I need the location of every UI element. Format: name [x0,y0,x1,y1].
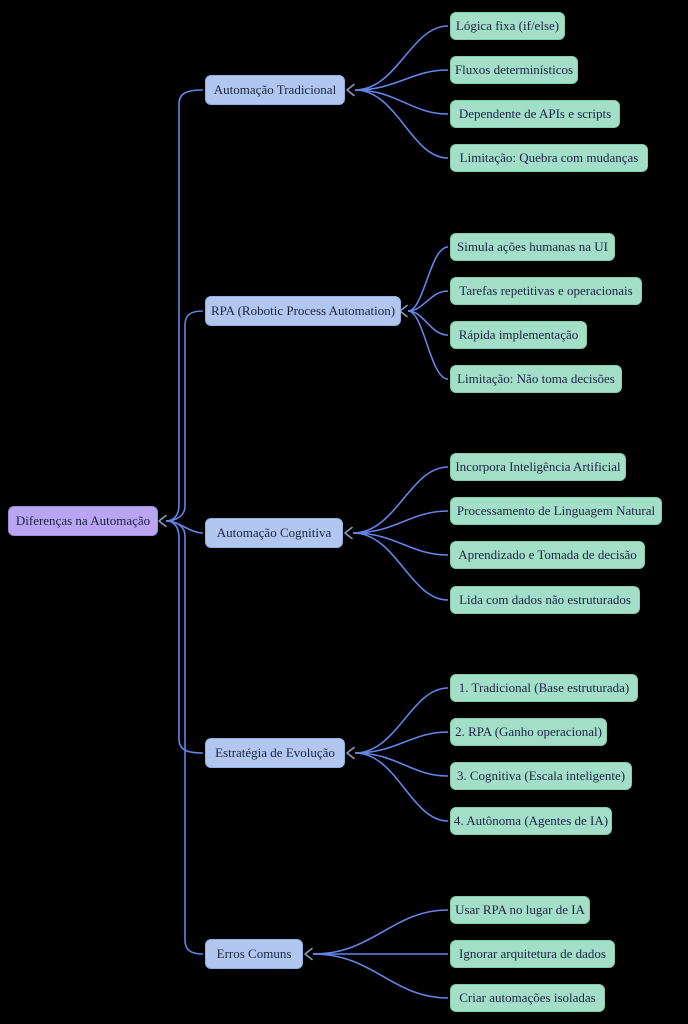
leaf-1-tradicional: 1. Tradicional (Base estruturada) [450,674,638,702]
edge-rpa-leaf-4 [407,310,449,380]
edge-root-to-automacao-tradicional [165,89,204,522]
node-diferencas-na-automacao: Diferenças na Automação [8,506,158,536]
edge-rpa-leaf-2 [407,290,449,312]
leaf-linguagem-natural: Processamento de Linguagem Natural [450,497,662,525]
edge-root-to-erros-comuns [165,520,204,955]
leaf-limitacao-quebra: Limitação: Quebra com mudanças [450,144,648,172]
leaf-fluxos-deterministicos: Fluxos determinísticos [450,56,578,84]
leaf-limitacao-decisoes: Limitação: Não toma decisões [450,365,622,393]
edge-tradicional-leaf-4 [354,89,449,159]
arrowhead-icon [158,514,167,528]
edge-erros-leaf-1 [312,909,449,955]
node-automacao-tradicional: Automação Tradicional [205,75,345,105]
edge-root-to-estrategia [165,520,204,754]
node-automacao-cognitiva: Automação Cognitiva [205,518,343,548]
leaf-criar-automacoes: Criar automações isoladas [450,984,605,1012]
edge-tradicional-leaf-3 [354,89,449,115]
arrowhead-icon [346,746,355,760]
edge-tradicional-leaf-1 [354,25,449,91]
leaf-dependente-apis: Dependente de APIs e scripts [450,100,620,128]
edge-rpa-leaf-1 [407,246,449,312]
edge-estrategia-leaf-2 [354,731,449,754]
edge-root-to-rpa [165,310,204,522]
leaf-ignorar-arquitetura: Ignorar arquitetura de dados [450,940,615,968]
leaf-2-rpa: 2. RPA (Ganho operacional) [450,718,607,746]
edge-cognitiva-leaf-2 [352,510,449,534]
arrowhead-icon [399,304,408,318]
edge-estrategia-leaf-4 [354,752,449,822]
leaf-rapida-implementacao: Rápida implementação [450,321,587,349]
arrowhead-icon [344,526,353,540]
edge-estrategia-leaf-3 [354,752,449,777]
edge-erros-leaf-3 [312,953,449,999]
edge-tradicional-leaf-2 [354,69,449,91]
leaf-4-autonoma: 4. Autônoma (Agentes de IA) [450,807,612,835]
edge-cognitiva-leaf-1 [352,466,449,534]
node-rpa: RPA (Robotic Process Automation) [205,296,401,326]
node-estrategia-de-evolucao: Estratégia de Evolução [205,738,345,768]
leaf-tarefas-repetitivas: Tarefas repetitivas e operacionais [450,277,642,305]
leaf-3-cognitiva: 3. Cognitiva (Escala inteligente) [450,762,632,790]
leaf-incorpora-ia: Incorpora Inteligência Artificial [450,453,626,481]
leaf-usar-rpa: Usar RPA no lugar de IA [450,896,590,924]
leaf-aprendizado-decisao: Aprendizado e Tomada de decisão [450,541,645,569]
arrowhead-icon [304,947,313,961]
edge-cognitiva-leaf-4 [352,532,449,601]
node-erros-comuns: Erros Comuns [205,939,303,969]
leaf-logica-fixa: Lógica fixa (if/else) [450,12,565,40]
leaf-dados-nao-estruturados: Lida com dados não estruturados [450,586,640,614]
leaf-simula-acoes: Simula ações humanas na UI [450,233,615,261]
arrowhead-icon [346,83,355,97]
edge-estrategia-leaf-1 [354,687,449,754]
edge-cognitiva-leaf-3 [352,532,449,556]
